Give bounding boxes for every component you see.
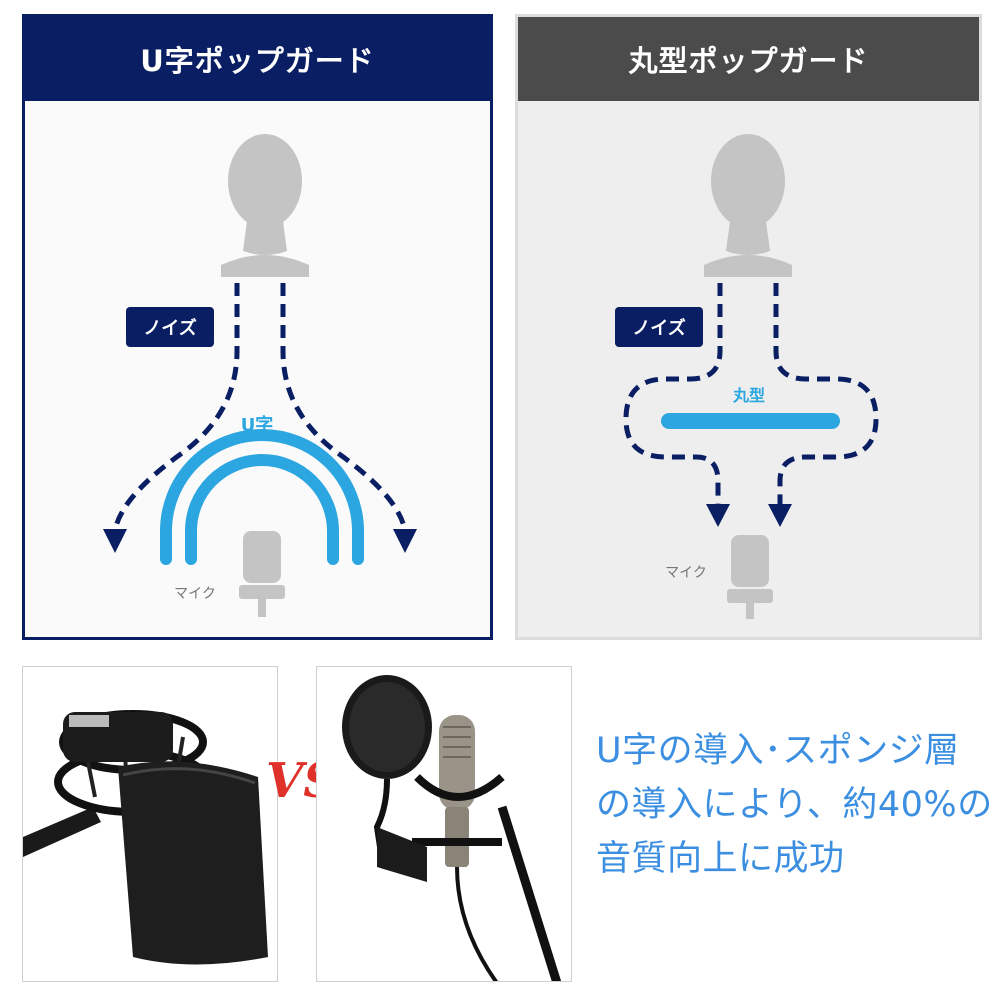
mic-label: マイク <box>665 565 707 581</box>
round-panel-title: 丸型ポップガード <box>518 17 979 101</box>
arrow-head-right-icon <box>393 529 417 553</box>
u-guard-product-photo <box>22 666 278 982</box>
u-guard-mic-image <box>23 667 277 981</box>
arrow-head-right-icon <box>768 504 792 527</box>
arrow-head-left-icon <box>706 504 730 527</box>
round-panel: 丸型ポップガード ノイズ 丸型 マイク <box>515 14 982 640</box>
svg-text:ノイズ: ノイズ <box>632 317 685 339</box>
u-guard-shape <box>160 429 364 565</box>
noise-badge: ノイズ <box>126 307 214 347</box>
round-guard-product-photo <box>316 666 572 982</box>
caption-line-1: U字の導入･スポンジ層 <box>596 731 960 771</box>
noise-flow-arrows <box>623 283 879 506</box>
mic-label: マイク <box>174 586 216 602</box>
round-guard-mic-image <box>317 667 571 981</box>
svg-text:ノイズ: ノイズ <box>143 317 196 339</box>
u-shape-panel-title: U字ポップガード <box>25 17 490 101</box>
caption-line-2: の導入により、約40%の <box>596 785 993 825</box>
head-silhouette-icon <box>704 134 792 277</box>
round-guard-label: 丸型 <box>732 386 765 405</box>
u-shape-panel: U字ポップガード ノイズ U字 <box>22 14 493 640</box>
noise-badge: ノイズ <box>615 307 703 347</box>
microphone-icon <box>727 535 773 619</box>
u-shape-diagram: ノイズ U字 マイク <box>103 134 417 617</box>
feature-caption: U字の導入･スポンジ層 の導入により、約40%の 音質向上に成功 <box>596 724 996 886</box>
microphone-icon <box>239 531 285 617</box>
round-diagram: ノイズ 丸型 マイク <box>615 134 879 619</box>
caption-line-3: 音質向上に成功 <box>596 839 845 879</box>
arrow-head-left-icon <box>103 529 127 553</box>
head-silhouette-icon <box>221 134 309 277</box>
noise-flow-arrows <box>112 283 408 532</box>
